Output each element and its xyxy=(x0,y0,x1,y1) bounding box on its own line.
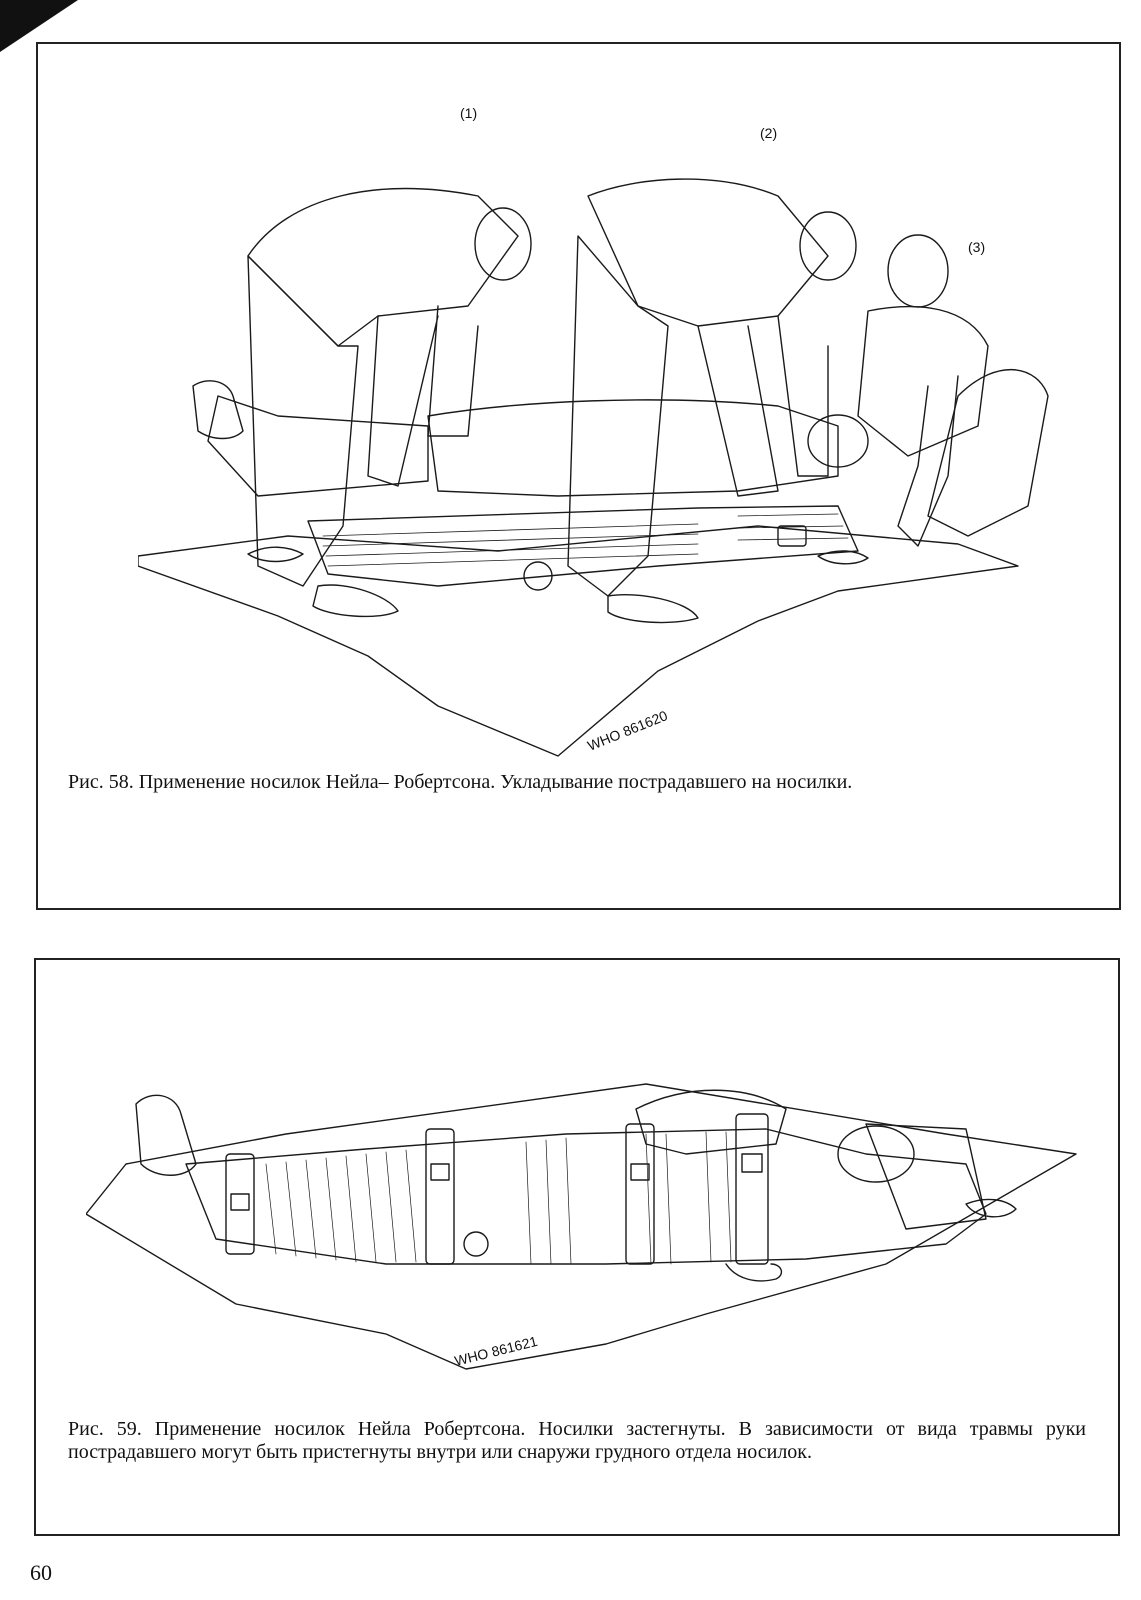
figure-58-caption: Рис. 58. Применение носилок Нейла– Робер… xyxy=(68,771,853,793)
figure-59-illustration: WHO 861621 xyxy=(86,1014,1086,1384)
rope-coil xyxy=(248,547,303,561)
stretcher xyxy=(186,1129,986,1264)
label-2: (2) xyxy=(760,125,777,141)
helper-3-head xyxy=(888,235,948,307)
rope-coil-right xyxy=(818,551,868,564)
buckle-3 xyxy=(631,1164,649,1180)
helper-1-legs xyxy=(248,256,358,586)
casualty-feet xyxy=(136,1095,196,1175)
page-number: 60 xyxy=(30,1560,52,1585)
figure-58-code: WHO 861620 xyxy=(585,707,670,754)
helper-3-legs xyxy=(928,370,1048,536)
helper-1-shoe xyxy=(313,585,398,616)
helper-3-arm xyxy=(898,376,958,546)
figure-59-caption: Рис. 59. Применение носилок Нейла Роберт… xyxy=(68,1418,1086,1463)
casualty-shoe xyxy=(193,381,243,439)
stretcher xyxy=(308,506,858,586)
helper-2-arms xyxy=(698,316,828,496)
casualty-body xyxy=(428,400,838,496)
helper-2-shoe xyxy=(608,595,698,623)
label-1: (1) xyxy=(460,105,477,121)
stretcher-ring xyxy=(464,1232,488,1256)
casualty-head xyxy=(808,415,868,467)
casualty-legs xyxy=(208,396,428,496)
label-3: (3) xyxy=(968,239,985,255)
rope-coil xyxy=(966,1199,1016,1216)
casualty-arms xyxy=(636,1090,786,1154)
head-support xyxy=(866,1124,986,1229)
rope-loop xyxy=(726,1264,781,1281)
helper-1-head xyxy=(475,208,531,280)
strap-4 xyxy=(736,1114,768,1264)
helper-3-torso xyxy=(858,307,988,456)
strap-1 xyxy=(226,1154,254,1254)
ground-sheet xyxy=(86,1084,1076,1369)
helper-2-legs xyxy=(568,236,668,596)
buckle-1 xyxy=(231,1194,249,1210)
casualty-head xyxy=(838,1126,914,1182)
stretcher-ring xyxy=(524,562,552,590)
helper-1-arms xyxy=(368,306,478,486)
helper-2-head xyxy=(800,212,856,280)
stretcher-buckle xyxy=(778,526,806,546)
figure-58: (1) (2) (3) WHO 861620 Рис. 58. Применен… xyxy=(36,42,1121,910)
helper-2-torso xyxy=(588,179,828,326)
helper-1-torso xyxy=(248,189,518,347)
figure-58-illustration: (1) (2) (3) WHO 861620 xyxy=(138,105,1058,776)
figure-59: WHO 861621 Рис. 59. Применение носилок Н… xyxy=(34,958,1120,1536)
ground-sheet xyxy=(138,526,1018,756)
strap-2 xyxy=(426,1129,454,1264)
buckle-2 xyxy=(431,1164,449,1180)
buckle-4 xyxy=(742,1154,762,1172)
